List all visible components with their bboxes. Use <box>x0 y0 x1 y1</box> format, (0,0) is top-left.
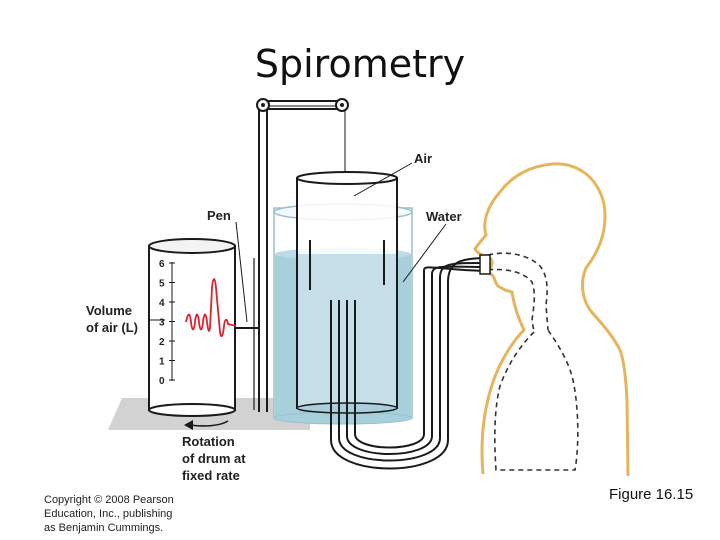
label-volume-line2: of air (L) <box>86 320 138 335</box>
volume-scale: 6 5 4 3 2 1 0 <box>159 259 175 387</box>
label-rotation-line2: of drum at <box>182 451 246 466</box>
scale-tick-label: 6 <box>159 259 165 270</box>
water-leader <box>402 223 447 283</box>
drum-top <box>148 238 236 254</box>
pulley-left-hub <box>261 103 265 107</box>
tank-bottom <box>273 411 413 425</box>
slide-title: Spirometry <box>254 42 466 86</box>
breathing-tube-mid2 <box>346 265 489 455</box>
rotation-arrowhead <box>184 420 193 430</box>
scale-tick-label: 5 <box>159 279 165 290</box>
scale-tick-label: 2 <box>159 337 165 348</box>
scale-tick-label: 1 <box>159 357 165 368</box>
copyright-line: as Benjamin Cummings. <box>44 522 164 534</box>
scale-tick-label: 4 <box>159 298 165 309</box>
figure-number: Figure 16.15 <box>609 486 694 503</box>
person-outline <box>473 162 630 477</box>
bell-top <box>296 171 398 185</box>
copyright-notice: Copyright © 2008 Pearson Education, Inc.… <box>44 493 174 535</box>
airway <box>487 252 549 333</box>
drum-bottom <box>148 403 236 417</box>
copyright-line: Copyright © 2008 Pearson <box>44 494 174 506</box>
label-water: Water <box>426 209 462 224</box>
breathing-tube-inner <box>354 266 489 449</box>
label-rotation-line1: Rotation <box>182 434 235 449</box>
copyright-line: Education, Inc., publishing <box>44 508 173 520</box>
scale-tick-label: 0 <box>159 376 165 387</box>
mouthpiece <box>479 254 491 275</box>
breathing-tube-mid1 <box>338 261 489 462</box>
air-leader <box>353 162 413 197</box>
label-rotation-line3: fixed rate <box>182 468 240 483</box>
pen-leader <box>235 221 248 323</box>
breathing-tube-outer <box>330 257 489 470</box>
lungs <box>494 329 579 471</box>
rotation-arrow <box>189 420 229 427</box>
spirogram-trace <box>185 278 237 338</box>
label-air: Air <box>414 151 432 166</box>
label-volume-line1: Volume <box>86 303 132 318</box>
pulley-right-hub <box>340 103 344 107</box>
scale-tick-label: 3 <box>159 318 165 329</box>
label-pen: Pen <box>207 208 231 223</box>
